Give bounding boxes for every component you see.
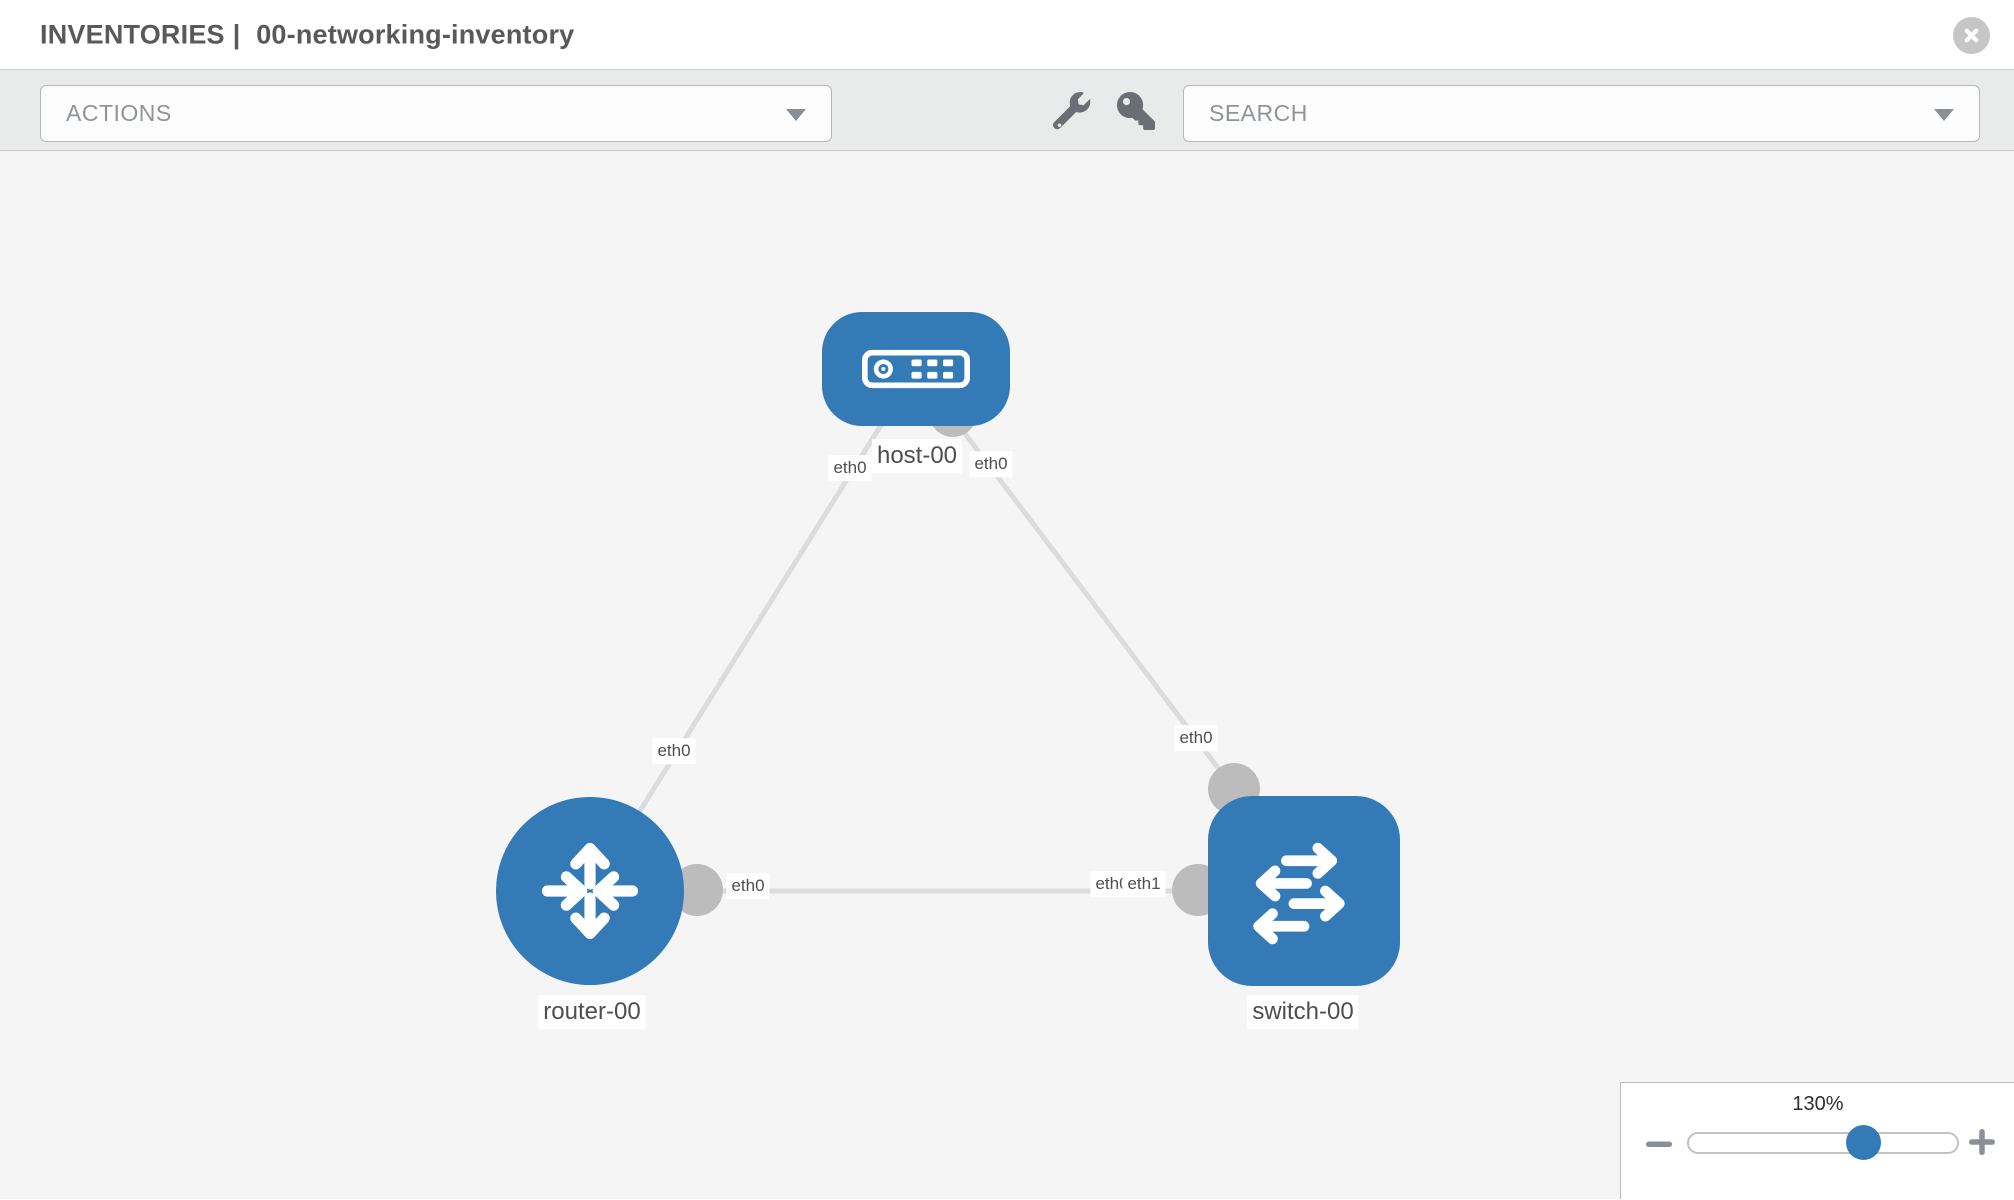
zoom-slider-track[interactable] bbox=[1687, 1125, 1959, 1160]
links-layer bbox=[587, 367, 1304, 916]
page-title: INVENTORIES| 00-networking-inventory bbox=[40, 19, 582, 50]
wrench-icon bbox=[1053, 92, 1091, 130]
switch-icon bbox=[1253, 842, 1345, 945]
interface-label: eth0 bbox=[828, 455, 872, 481]
zoom-out-button[interactable] bbox=[1645, 1131, 1673, 1160]
node-router-00[interactable] bbox=[496, 797, 684, 985]
node-switch-00[interactable] bbox=[1208, 796, 1400, 986]
interface-label: eth0 bbox=[726, 873, 770, 899]
router-icon bbox=[541, 842, 639, 940]
node-label-host: host-00 bbox=[871, 439, 963, 473]
topology-canvas[interactable]: eth0 eth0 host-00 eth0 eth0 eth0 eth0 et… bbox=[0, 151, 2014, 1199]
key-icon bbox=[1117, 92, 1155, 130]
minus-icon bbox=[1646, 1141, 1672, 1147]
node-label-switch: switch-00 bbox=[1247, 995, 1359, 1029]
chevron-down-icon bbox=[1934, 108, 1954, 121]
port-dot-router-right bbox=[671, 864, 723, 916]
zoom-panel: 130% bbox=[1620, 1082, 2014, 1199]
actions-dropdown[interactable]: ACTIONS bbox=[40, 85, 832, 142]
header: INVENTORIES| 00-networking-inventory bbox=[0, 0, 2014, 70]
breadcrumb-section: INVENTORIES bbox=[40, 19, 225, 49]
host-icon bbox=[862, 349, 970, 389]
chevron-down-icon bbox=[786, 108, 806, 121]
close-button[interactable] bbox=[1953, 17, 1990, 54]
interface-label: eth0 bbox=[969, 451, 1013, 477]
plus-icon bbox=[1969, 1129, 1995, 1155]
zoom-level-label: 130% bbox=[1792, 1093, 1844, 1115]
interface-label: eth0 bbox=[1174, 725, 1218, 751]
toolbar: ACTIONS SEARCH bbox=[0, 70, 2014, 151]
actions-dropdown-label: ACTIONS bbox=[66, 100, 172, 126]
configure-tools-button[interactable] bbox=[1052, 92, 1092, 132]
link-host-switch bbox=[914, 367, 1236, 791]
credentials-key-button[interactable] bbox=[1116, 92, 1156, 132]
zoom-in-button[interactable] bbox=[1967, 1127, 1997, 1160]
interface-label: eth0 bbox=[652, 738, 696, 764]
interface-label: eth1 bbox=[1122, 871, 1166, 897]
zoom-slider-handle[interactable] bbox=[1846, 1125, 1882, 1160]
node-label-router: router-00 bbox=[538, 995, 646, 1029]
inventory-name: 00-networking-inventory bbox=[256, 19, 575, 49]
search-dropdown-label: SEARCH bbox=[1209, 100, 1308, 126]
node-host-00[interactable] bbox=[822, 312, 1010, 426]
search-dropdown[interactable]: SEARCH bbox=[1183, 85, 1980, 142]
close-icon bbox=[1964, 28, 1979, 43]
breadcrumb-separator: | bbox=[232, 19, 241, 49]
